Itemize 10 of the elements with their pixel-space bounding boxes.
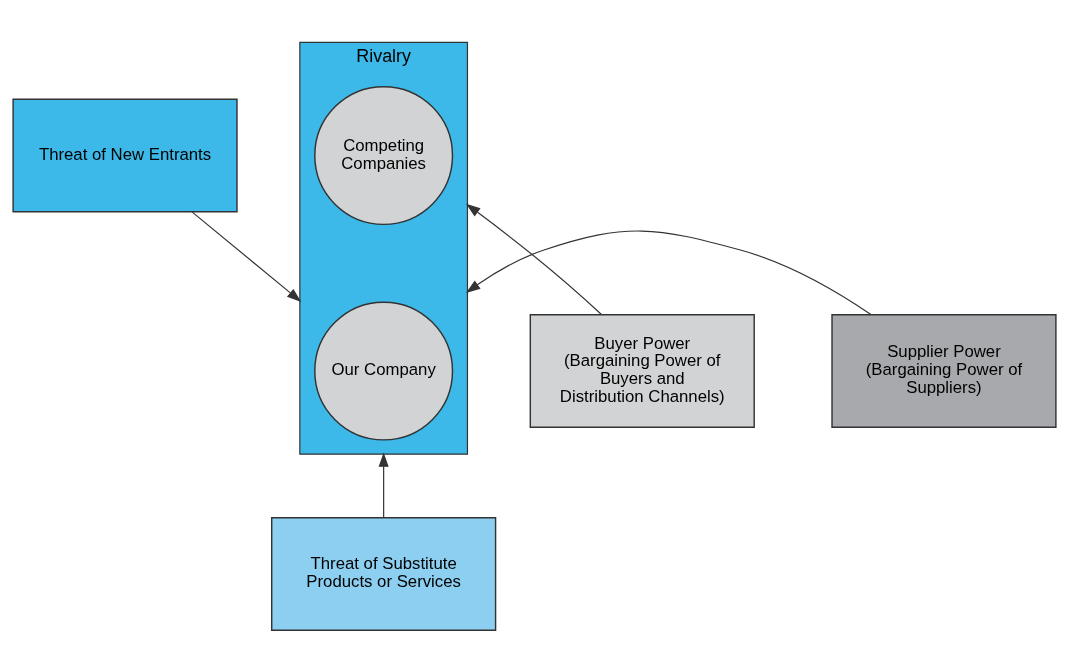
arrow (465, 230, 872, 316)
node-box: Threat of Substitute Products or Services (271, 516, 497, 631)
node-circle: Competing Companies (314, 85, 454, 226)
node-box: Supplier Power (Bargaining Power of Suppliers) (831, 314, 1057, 428)
node-circle: Our Company (314, 301, 454, 441)
arrow (466, 203, 603, 316)
arrow (378, 452, 389, 519)
node-box: Buyer Power (Bargaining Power of Buyers and Distribution Channels) (529, 314, 755, 428)
arrow (191, 211, 302, 302)
node-box: Threat of New Entrants (12, 98, 238, 213)
